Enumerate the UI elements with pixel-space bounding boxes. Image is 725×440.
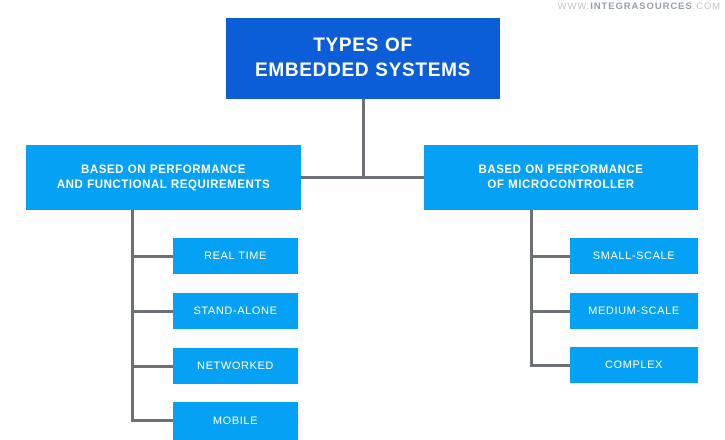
node-branch-performance-microcontroller[interactable]: BASED ON PERFORMANCE OF MICROCONTROLLER bbox=[424, 145, 698, 210]
node-leaf-label: STAND-ALONE bbox=[193, 304, 278, 317]
connector-right-rung-2 bbox=[530, 310, 570, 313]
node-leaf-stand-alone[interactable]: STAND-ALONE bbox=[173, 293, 298, 329]
node-branch-label: BASED ON PERFORMANCE OF MICROCONTROLLER bbox=[478, 163, 644, 191]
node-root[interactable]: TYPES OF EMBEDDED SYSTEMS bbox=[226, 18, 500, 99]
node-leaf-complex[interactable]: COMPLEX bbox=[570, 347, 698, 383]
connector-root-stem bbox=[362, 99, 365, 178]
node-leaf-small-scale[interactable]: SMALL-SCALE bbox=[570, 238, 698, 274]
node-leaf-label: REAL TIME bbox=[204, 249, 267, 262]
node-leaf-label: NETWORKED bbox=[197, 359, 274, 372]
node-leaf-label: MEDIUM-SCALE bbox=[588, 304, 680, 317]
node-leaf-label: SMALL-SCALE bbox=[592, 249, 676, 262]
connector-left-rung-1 bbox=[131, 255, 173, 258]
connector-right-trunk bbox=[530, 210, 533, 367]
node-leaf-real-time[interactable]: REAL TIME bbox=[173, 238, 298, 274]
watermark-brand: INTEGRASOURCES bbox=[590, 1, 693, 12]
node-branch-label: BASED ON PERFORMANCE AND FUNCTIONAL REQU… bbox=[56, 163, 271, 191]
connector-left-rung-3 bbox=[131, 365, 173, 368]
watermark-suffix: .COM bbox=[692, 1, 721, 12]
watermark-prefix: WWW. bbox=[557, 1, 591, 12]
node-leaf-networked[interactable]: NETWORKED bbox=[173, 348, 298, 384]
node-leaf-label: MOBILE bbox=[212, 414, 259, 427]
connector-left-rung-4 bbox=[131, 419, 173, 422]
watermark: WWW.INTEGRASOURCES.COM bbox=[558, 1, 721, 12]
node-branch-performance-functional[interactable]: BASED ON PERFORMANCE AND FUNCTIONAL REQU… bbox=[26, 145, 301, 210]
node-leaf-label: COMPLEX bbox=[605, 358, 663, 371]
node-root-label: TYPES OF EMBEDDED SYSTEMS bbox=[254, 34, 471, 81]
connector-left-trunk bbox=[131, 210, 134, 422]
connector-branch-bus bbox=[300, 176, 425, 179]
connector-left-rung-2 bbox=[131, 310, 173, 313]
connector-right-rung-3 bbox=[530, 364, 570, 367]
connector-right-rung-1 bbox=[530, 255, 570, 258]
node-leaf-medium-scale[interactable]: MEDIUM-SCALE bbox=[570, 293, 698, 329]
node-leaf-mobile[interactable]: MOBILE bbox=[173, 402, 298, 440]
